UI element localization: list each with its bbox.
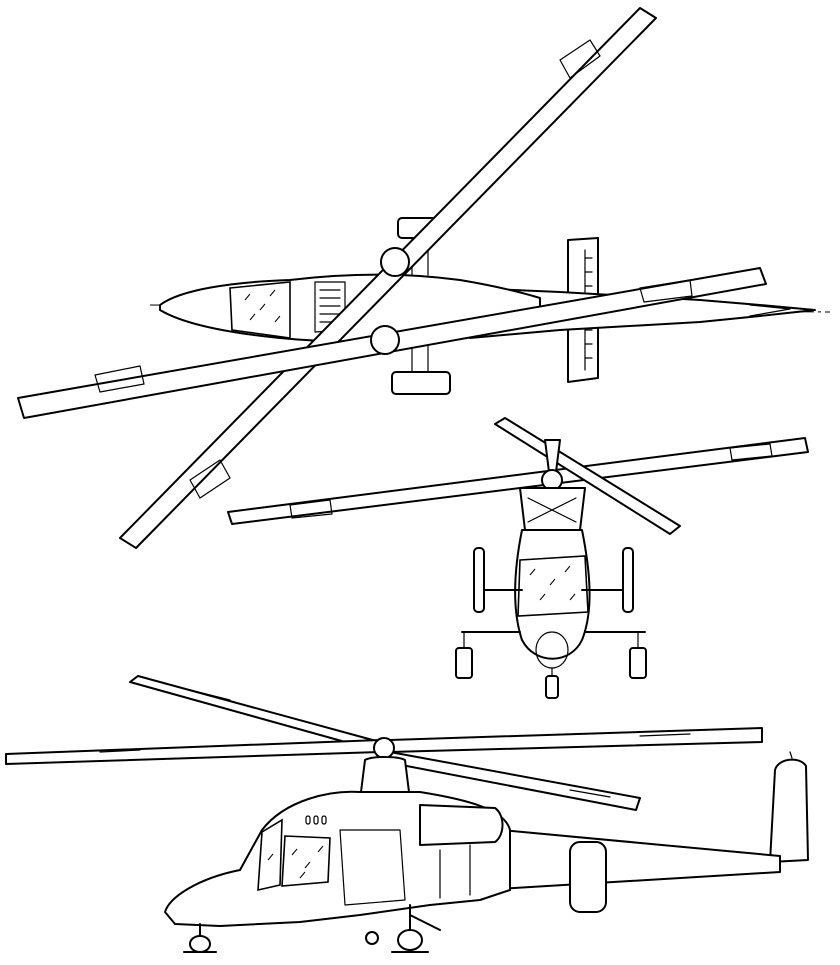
- front-view-windscreen: [517, 555, 589, 617]
- side-view-rotor-blade-upper: [129, 675, 381, 751]
- side-view-tail-fin: [769, 758, 809, 863]
- side-view-rotor-blade-right: [389, 727, 763, 753]
- top-view: [17, 7, 831, 549]
- side-view-door: [339, 829, 406, 906]
- front-view-pod-right: [622, 547, 634, 613]
- side-view: [5, 675, 809, 953]
- front-view-rotor-blade-cross: [494, 417, 681, 535]
- side-view-nose-gear: [183, 923, 217, 953]
- side-view-main-gear: [365, 904, 441, 953]
- front-view-wheel-left: [455, 631, 473, 679]
- side-view-portholes: [305, 815, 327, 825]
- front-view-wheel-right: [629, 631, 647, 679]
- top-view-rotor-hub-front: [380, 247, 410, 277]
- side-view-window-front: [257, 818, 283, 892]
- front-view: [227, 417, 809, 699]
- front-view-pylon: [519, 487, 586, 531]
- side-view-engine: [419, 804, 504, 846]
- side-view-tail-boom: [479, 827, 781, 891]
- side-view-window-main: [281, 835, 331, 887]
- front-view-rotor-blade-long: [227, 437, 809, 525]
- side-view-stabilizer-endplate: [569, 841, 607, 913]
- side-view-rotor-blade-left: [5, 739, 381, 765]
- front-view-wheel-nose: [545, 667, 559, 699]
- top-view-rotor-hub-rear: [370, 325, 400, 355]
- front-view-mast: [544, 439, 561, 473]
- front-view-pod-left: [473, 547, 485, 613]
- side-view-rotor-hub: [373, 737, 395, 759]
